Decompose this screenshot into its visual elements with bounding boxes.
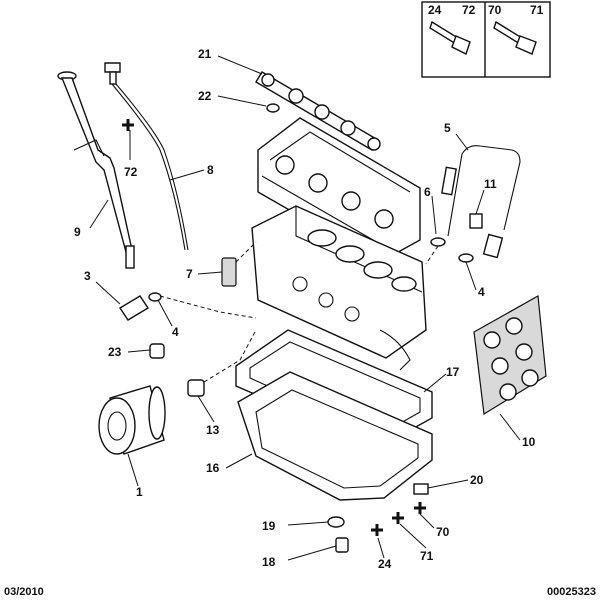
cylinder-head — [257, 117, 421, 263]
callout-5: 5 — [444, 121, 451, 135]
engine-block — [251, 205, 427, 371]
cross-marker-24 — [371, 524, 383, 536]
callout-3: 3 — [84, 269, 91, 283]
callout-9: 9 — [74, 225, 81, 239]
bracket — [413, 483, 429, 495]
cross-marker-72 — [122, 119, 134, 131]
oil-pressure-switch — [119, 292, 257, 321]
drain-plug-washer — [327, 516, 345, 528]
dipstick — [104, 62, 189, 251]
callout-24-box: 24 — [428, 3, 442, 17]
footer-date: 03/2010 — [4, 586, 44, 598]
callout-70-box: 70 — [488, 3, 502, 17]
footer-reference: 00025323 — [547, 586, 596, 598]
callout-11: 11 — [484, 177, 497, 191]
callout-10: 10 — [522, 435, 536, 449]
callout-72-box: 72 — [462, 3, 476, 17]
cross-marker-71 — [392, 512, 404, 524]
oil-filter — [98, 385, 166, 455]
oil-sump — [237, 371, 433, 501]
fastener-inset-box — [421, 1, 551, 78]
callout-71-box: 71 — [530, 3, 544, 17]
drain-plug — [335, 537, 349, 553]
seal-washer — [266, 103, 280, 113]
bolt-24-72-icon — [429, 20, 471, 55]
filter-union — [187, 329, 257, 397]
callout-21: 21 — [198, 47, 212, 61]
callout-4-left: 4 — [172, 325, 179, 339]
callout-4-right: 4 — [478, 285, 485, 299]
bolt-70-71-icon — [493, 20, 537, 55]
callout-23: 23 — [108, 345, 122, 359]
leader-lines — [89, 55, 521, 561]
callout-labels: 24 72 70 71 21 22 72 8 9 5 6 11 7 3 4 4 … — [74, 3, 544, 571]
callout-7: 7 — [186, 267, 193, 281]
callout-17: 17 — [446, 365, 460, 379]
callout-1: 1 — [136, 485, 143, 499]
callout-20: 20 — [470, 473, 484, 487]
callout-8: 8 — [207, 163, 214, 177]
cross-marker-70 — [414, 502, 426, 514]
callout-6: 6 — [424, 185, 431, 199]
injector-rail — [255, 71, 381, 151]
callout-71: 71 — [420, 549, 434, 563]
callout-13: 13 — [206, 423, 220, 437]
callout-18: 18 — [262, 555, 276, 569]
callout-72: 72 — [124, 165, 138, 179]
oil-strainer — [221, 241, 257, 287]
callout-19: 19 — [262, 519, 276, 533]
blanking-plug — [149, 343, 165, 359]
callout-22: 22 — [198, 89, 212, 103]
oil-level-sensor — [425, 145, 521, 265]
callout-24: 24 — [378, 557, 392, 571]
dipstick-tube — [57, 71, 135, 269]
gasket-set — [473, 295, 547, 415]
callout-70: 70 — [436, 525, 450, 539]
callout-16: 16 — [206, 461, 220, 475]
